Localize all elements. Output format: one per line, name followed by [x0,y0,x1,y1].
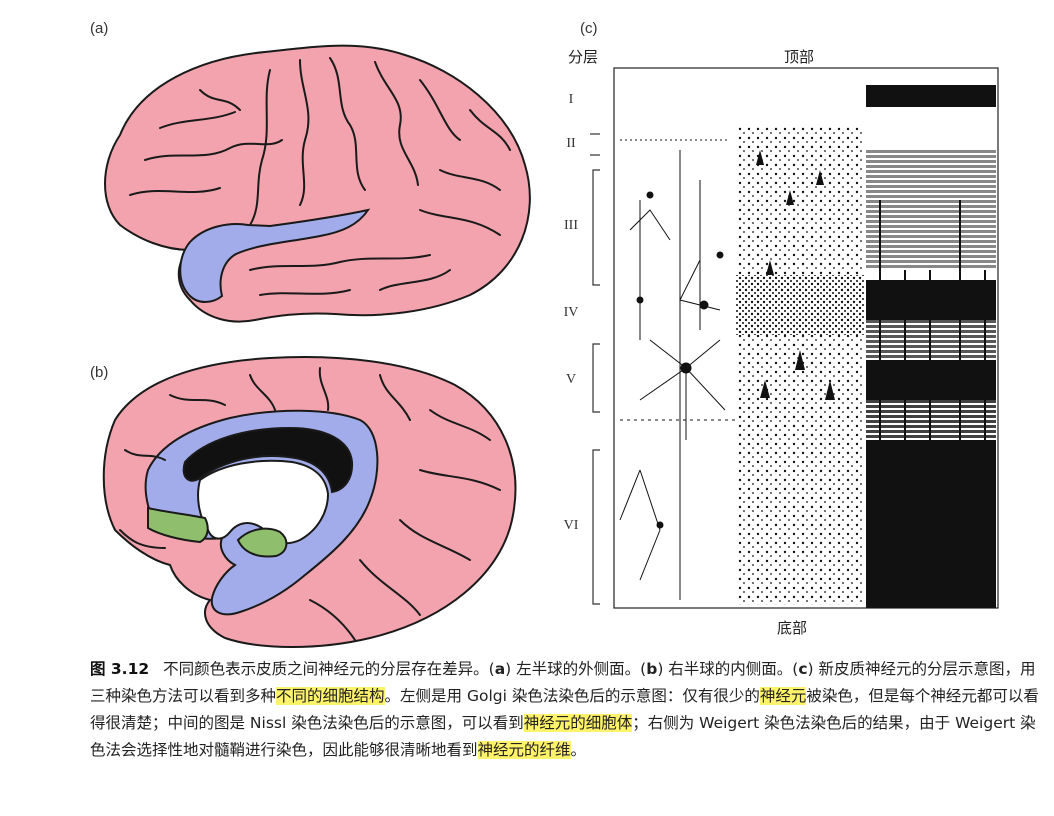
caption-text-1: 不同颜色表示皮质之间神经元的分层存在差异。( [163,660,495,678]
caption-text-4: ) 新皮质神经元的分层示意图，用三种染色方法可以看到多种 [90,660,1036,705]
medial-green-right [236,527,288,558]
highlight-cell-structure: 不同的细胞结构 [276,687,385,705]
figure-caption: 图 3.12 不同颜色表示皮质之间神经元的分层存在差异。(a) 左半球的外侧面。(… [90,656,1040,764]
highlight-neurons: 神经元 [759,687,807,705]
brain-illustrations [102,44,531,648]
top-label: 顶部 [784,48,815,66]
layer-label-5: V [565,372,577,387]
corpus-callosum [182,426,354,494]
weigert-column [866,85,996,608]
medial-green-left [147,506,209,544]
cortical-layers-diagram [590,67,999,609]
caption-text-2: ) 左半球的外侧面。( [505,660,647,678]
highlight-fibers: 神经元的纤维 [477,741,571,759]
caption-panel-c: c [798,660,808,678]
panel-label-c: (c) [580,20,598,37]
nissl-column [736,125,864,605]
highlight-cell-bodies: 神经元的细胞体 [523,714,633,732]
layer-label-2: II [566,136,576,151]
caption-panel-b: b [646,660,658,678]
figure-number: 图 3.12 [90,660,150,678]
layer-label-3: III [564,218,578,233]
panel-label-b: (b) [90,364,109,381]
caption-panel-a: a [494,660,506,678]
layer-label-6: VI [563,518,579,533]
caption-text-7: ；右侧为 Weigert 染色法染色后的结果，由于 Weigert 染色法会选择… [90,714,1036,759]
brain-medial-view [102,356,517,648]
golgi-column [619,139,735,600]
layers-heading: 分层 [568,48,599,66]
caption-text-5: 。左侧是用 Golgi 染色法染色后的示意图：仅有很少的 [384,687,760,705]
lateral-temporal-blue [179,208,371,303]
bottom-label: 底部 [777,619,808,637]
layer-brackets [590,133,600,605]
caption-text-6: 被染色，但是每个神经元都可以看得很清楚；中间的图是 Nissl 染色法染色后的示… [90,687,1039,732]
caption-text-8: 。 [570,741,587,759]
layer-label-4: IV [563,305,579,320]
caption-text-3: ) 右半球的内侧面。( [657,660,799,678]
panel-label-a: (a) [90,20,109,37]
brain-lateral-view [104,44,531,323]
diagram-frame [613,67,999,609]
layer-label-1: I [568,92,574,107]
